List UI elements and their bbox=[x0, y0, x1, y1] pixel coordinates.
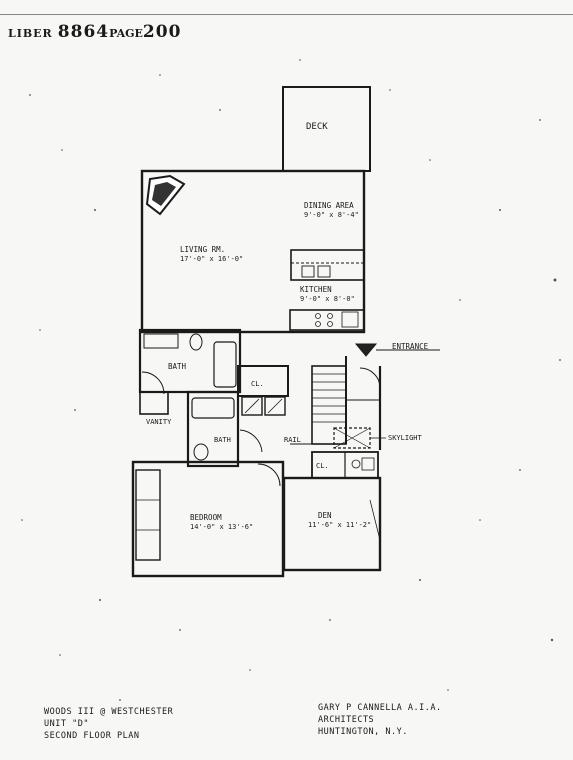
lower-bath-door-swing bbox=[239, 429, 263, 453]
page-number: 200 bbox=[142, 22, 182, 42]
unit-name: UNIT "D" bbox=[44, 719, 89, 729]
upper-bath-tub bbox=[213, 341, 237, 388]
refrigerator bbox=[341, 311, 359, 328]
burner-icon bbox=[327, 321, 333, 327]
center-closet bbox=[237, 365, 289, 397]
upper-closet-label: CL. bbox=[251, 380, 264, 388]
dining-dim: 9'-0" x 8'-4" bbox=[304, 211, 359, 219]
vanity-label: VANITY bbox=[146, 418, 172, 426]
den-closet-label: CL. bbox=[316, 462, 329, 470]
kitchen-dishwasher bbox=[317, 265, 331, 278]
scan-specks bbox=[21, 59, 561, 701]
plan-name: SECOND FLOOR PLAN bbox=[44, 731, 140, 741]
deck-label: DECK bbox=[306, 122, 328, 132]
page-top-rule bbox=[0, 14, 573, 15]
lower-bath-tub bbox=[191, 397, 235, 419]
skylight-label: SKYLIGHT bbox=[388, 434, 423, 442]
fireplace-hearth bbox=[152, 182, 176, 206]
entrance-arrow-icon bbox=[354, 343, 378, 357]
kitchen-dim: 9'-0" x 8'-0" bbox=[300, 295, 355, 303]
upper-bath-toilet bbox=[189, 333, 203, 351]
kitchen-sink bbox=[301, 265, 315, 278]
architect-name: GARY P CANNELLA A.I.A. bbox=[318, 703, 442, 713]
project-name: WOODS III @ WESTCHESTER bbox=[44, 707, 174, 717]
living-dim: 17'-0" x 16'-0" bbox=[180, 255, 243, 263]
lower-bath-walls bbox=[186, 390, 240, 468]
burner-icon bbox=[315, 321, 321, 327]
bedroom-dim: 14'-0" x 13'-6" bbox=[190, 523, 253, 531]
project-title-block: WOODS III @ WESTCHESTER UNIT "D" SECOND … bbox=[44, 706, 173, 742]
rail-label: RAIL bbox=[284, 436, 301, 444]
page-label: PAGE bbox=[109, 27, 143, 40]
bedroom-label: BEDROOM bbox=[190, 513, 222, 522]
architect-title-block: GARY P CANNELLA A.I.A. ARCHITECTS HUNTIN… bbox=[318, 702, 442, 738]
kitchen-label: KITCHEN bbox=[300, 285, 332, 294]
den-label: DEN bbox=[318, 511, 332, 520]
den-walls bbox=[282, 476, 382, 572]
architect-location: HUNTINGTON, N.Y. bbox=[318, 727, 408, 737]
bedroom-door-swing bbox=[257, 463, 281, 487]
dining-label: DINING AREA bbox=[304, 201, 354, 210]
architect-firm: ARCHITECTS bbox=[318, 715, 375, 725]
bedroom-closet bbox=[135, 469, 161, 561]
entrance-label: ENTRANCE bbox=[392, 342, 429, 351]
furnace-icon bbox=[361, 457, 375, 471]
dryer-hatch bbox=[267, 398, 283, 414]
living-label: LIVING RM. bbox=[180, 245, 225, 254]
lower-bath-toilet bbox=[193, 443, 209, 461]
dryer-icon bbox=[264, 396, 286, 416]
entry-door-swing bbox=[359, 367, 381, 389]
upper-bath-vanity bbox=[143, 333, 179, 349]
upper-bath-label: BATH bbox=[168, 362, 187, 371]
kitchen-counter-upper bbox=[290, 249, 365, 281]
kitchen-counter-lower bbox=[289, 309, 365, 331]
liber-header: LIBER 8864PAGE200 bbox=[8, 22, 181, 42]
water-heater-icon bbox=[351, 459, 361, 469]
upper-bath-door-swing bbox=[141, 371, 165, 395]
liber-number: 8864 bbox=[57, 22, 110, 42]
liber-label: LIBER bbox=[8, 27, 53, 40]
lower-bath-label: BATH bbox=[214, 436, 231, 444]
stairwell bbox=[311, 365, 347, 445]
linen-closet bbox=[139, 391, 169, 415]
washer-icon bbox=[241, 396, 263, 416]
burner-icon bbox=[315, 313, 321, 319]
washer-hatch bbox=[244, 398, 260, 414]
burner-icon bbox=[327, 313, 333, 319]
den-dim: 11'-6" x 11'-2" bbox=[308, 521, 371, 529]
